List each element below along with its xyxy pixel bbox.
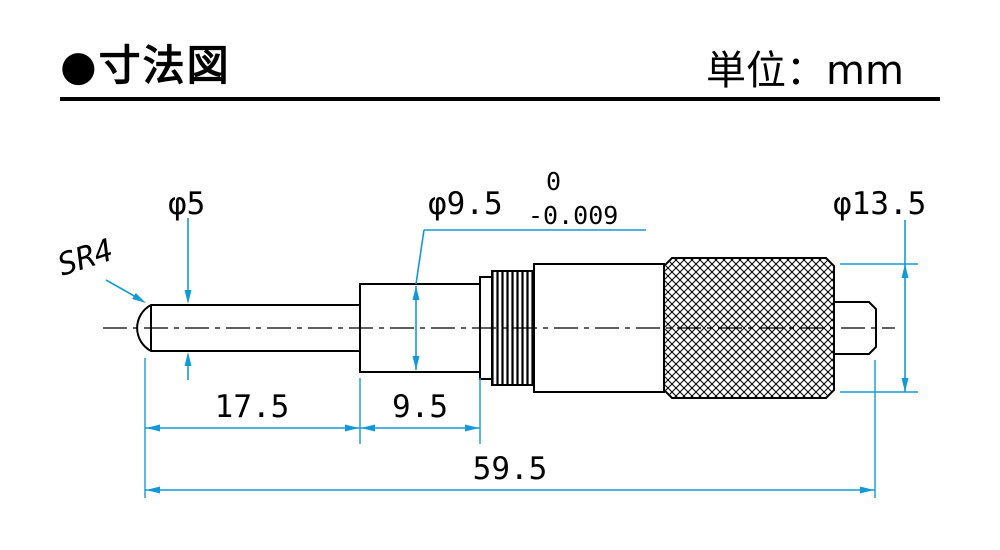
label-9-5: 9.5 [392,389,448,425]
dim-phi13-5: φ13.5 [833,186,926,393]
dim-sr4: SR4 [53,232,146,303]
arrow-95-right [465,424,479,432]
part-outlines [103,257,895,399]
page-title: ●寸法図 [60,41,231,90]
label-tolerance-upper: 0 [546,167,561,196]
phi95-leader [415,229,425,285]
header-rule [60,97,940,101]
label-17-5: 17.5 [215,389,290,425]
arrow-595-left [146,486,160,494]
phi95-arrow-down [412,356,420,370]
label-59-5: 59.5 [473,451,548,487]
phi135-arrow-down [901,378,909,392]
arrow-595-right [860,486,874,494]
arrow-95-left [361,424,375,432]
sr4-arrowhead [132,293,146,303]
label-phi9-5: φ9.5 [428,186,503,222]
phi135-arrow-up [901,264,909,278]
phi95-arrow-up [412,286,420,300]
dim-phi5: φ5 [168,186,205,380]
arrow-175-right [345,424,359,432]
dim-59-5: 59.5 [145,360,876,498]
dim-17-5-and-9-5: 17.5 9.5 [144,358,481,498]
label-tolerance-lower: -0.009 [528,201,618,230]
label-phi13-5: φ13.5 [833,186,926,222]
label-phi5: φ5 [168,186,205,222]
label-sr4: SR4 [53,232,117,284]
phi5-arrow-up [184,352,192,366]
phi5-arrow-down [184,290,192,304]
dim-phi9-5: φ9.5 0 -0.009 [412,167,646,370]
sr4-leader-line [105,279,137,298]
unit-label: 単位：mm [706,48,904,94]
arrow-175-left [146,424,160,432]
